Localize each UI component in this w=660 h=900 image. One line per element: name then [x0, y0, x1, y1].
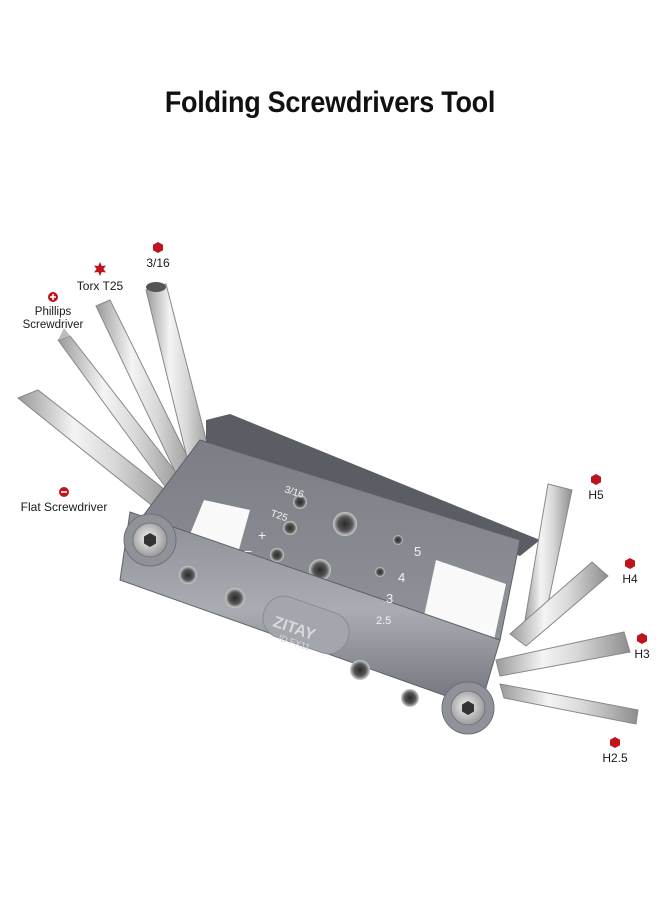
hex-bit-icon: [591, 474, 601, 485]
engraving-t25: T25: [269, 508, 289, 524]
label-h2-5: H2.5: [600, 737, 630, 765]
phillips-cross-icon: [48, 292, 58, 302]
engraving-plus: +: [258, 527, 266, 543]
engraving-4: 4: [398, 570, 405, 585]
torx-star-icon: [94, 262, 106, 276]
hex-h2-5-bit: [499, 683, 639, 725]
label-h3: H3: [630, 633, 654, 661]
hex-bit-icon: [637, 633, 647, 644]
hex-h4-bit: [509, 561, 609, 647]
label-3-16: 3/16: [140, 242, 176, 270]
page-title: Folding Screwdrivers Tool: [164, 86, 496, 119]
top-face-holes: [270, 495, 403, 630]
hex-bit-icon: [153, 242, 163, 253]
hex-3-16-bit: [145, 282, 215, 479]
label-phillips: Phillips Screwdriver: [18, 292, 88, 332]
flat-minus-icon: [59, 487, 69, 497]
engraving-5: 5: [414, 544, 421, 559]
hex-h3-bit: [495, 631, 631, 677]
engraving-minus: −: [244, 543, 252, 559]
engraving-3: 3: [386, 591, 393, 606]
engraving-2-5: 2.5: [376, 615, 391, 627]
hex-bit-icon: [625, 558, 635, 569]
label-torx-t25: Torx T25: [68, 262, 132, 293]
label-h4: H4: [618, 558, 642, 586]
label-flat-screwdriver: Flat Screwdriver: [14, 487, 114, 514]
hex-bit-icon: [610, 737, 620, 748]
label-h5: H5: [584, 474, 608, 502]
